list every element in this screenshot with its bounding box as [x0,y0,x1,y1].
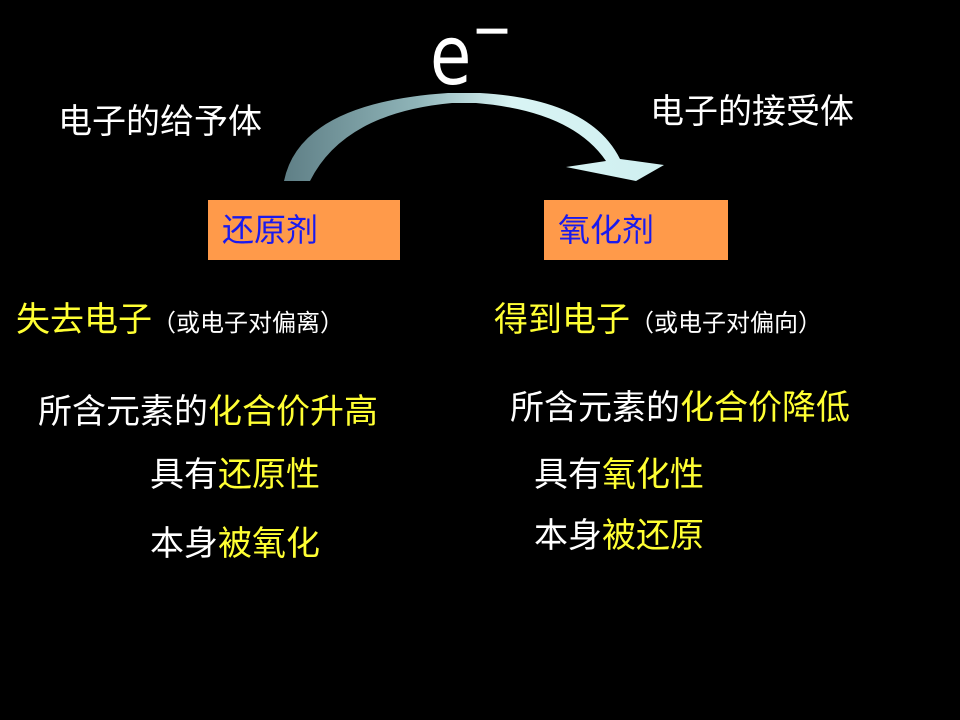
acceptor-label: 电子的接受体 [650,92,854,132]
left-valence-prefix: 所含元素的 [38,392,208,432]
right-action-note: （或电子对偏向） [630,309,822,337]
electron-letter: e [430,9,472,104]
left-action-line: 失去电子（或电子对偏离） [16,298,344,345]
left-property-highlight: 还原性 [218,455,320,495]
reducing-agent-box: 还原剂 [208,200,400,260]
electron-charge: − [471,0,513,65]
left-action: 失去电子 [16,300,152,340]
right-valence-line: 所含元素的化合价降低 [510,386,850,430]
left-property-prefix: 具有 [150,455,218,495]
left-valence-highlight: 化合价升高 [208,392,378,432]
right-property-line: 具有氧化性 [534,453,704,497]
right-self-prefix: 本身 [534,516,602,556]
left-self-line: 本身被氧化 [150,522,320,566]
right-self-highlight: 被还原 [602,516,704,556]
left-self-highlight: 被氧化 [218,524,320,564]
left-valence-line: 所含元素的化合价升高 [38,390,378,434]
right-valence-highlight: 化合价降低 [680,388,850,428]
left-property-line: 具有还原性 [150,453,320,497]
arrow-shape [284,93,664,181]
right-property-highlight: 氧化性 [602,455,704,495]
donor-label: 电子的给予体 [58,102,262,142]
electron-symbol: e− [430,0,513,105]
oxidizing-agent-box: 氧化剂 [544,200,728,260]
electron-transfer-arrow [284,93,664,181]
right-property-prefix: 具有 [534,455,602,495]
right-valence-prefix: 所含元素的 [510,388,680,428]
right-action: 得到电子 [494,300,630,340]
right-action-line: 得到电子（或电子对偏向） [494,298,822,345]
right-self-line: 本身被还原 [534,514,704,558]
left-action-note: （或电子对偏离） [152,309,344,337]
left-self-prefix: 本身 [150,524,218,564]
